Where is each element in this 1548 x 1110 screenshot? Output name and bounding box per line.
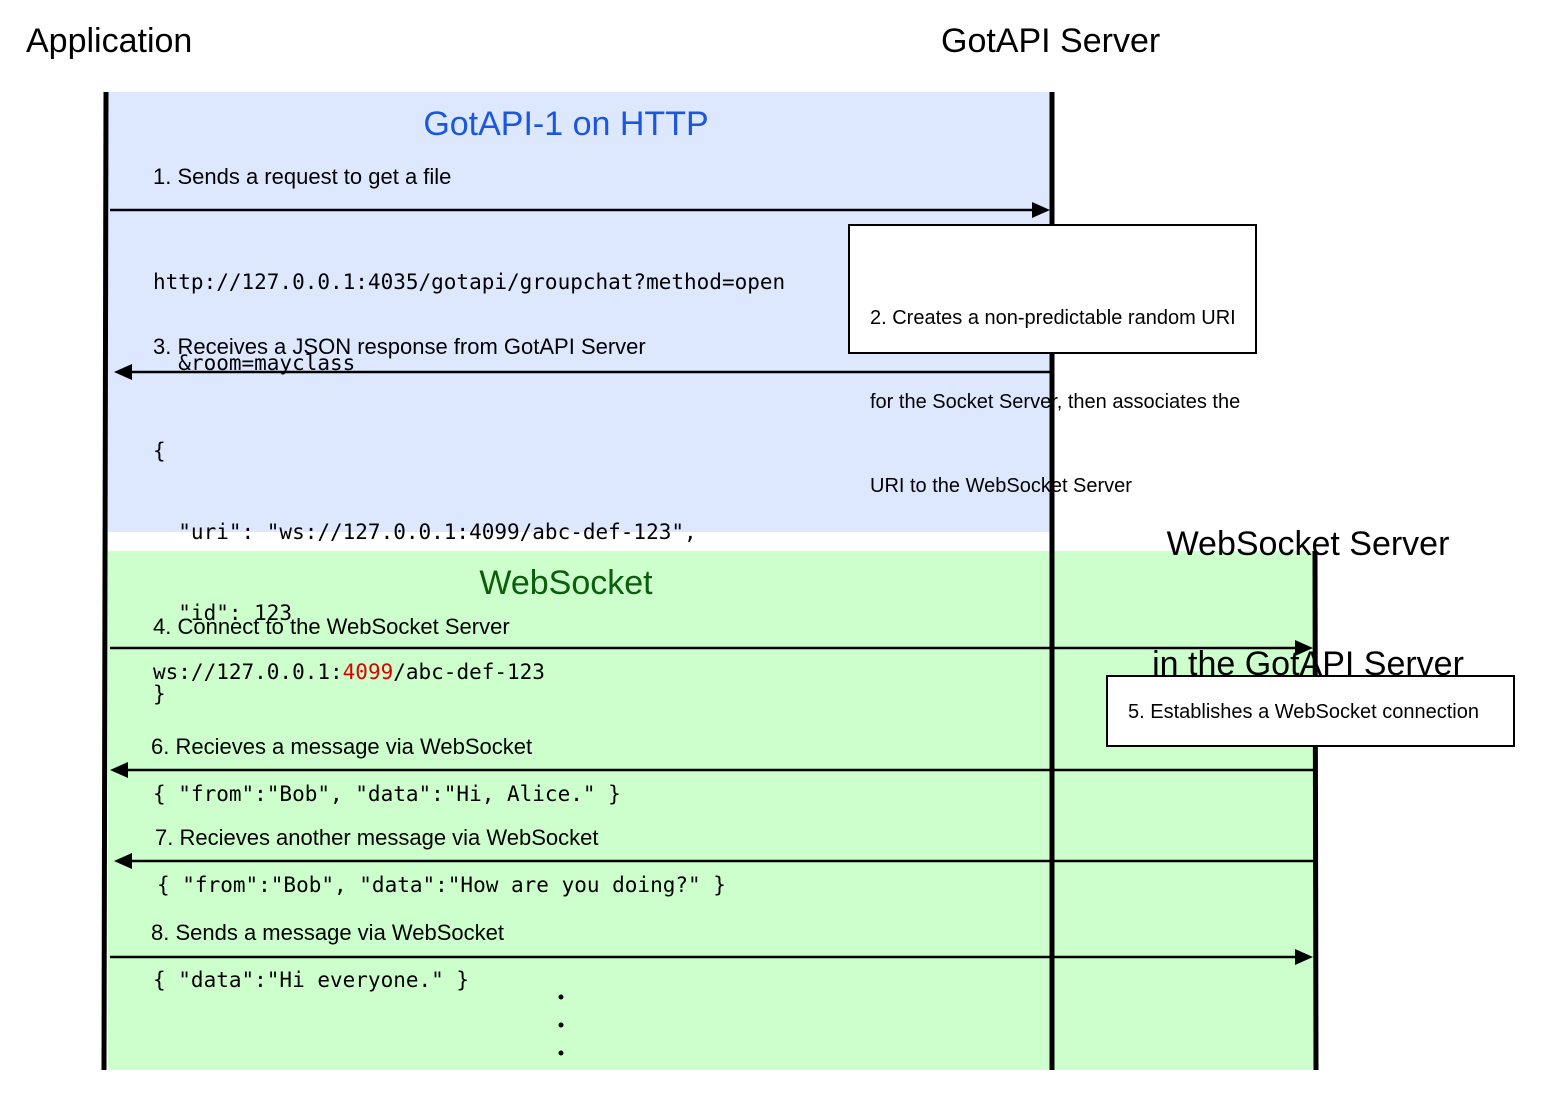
- arrow-step-3: [114, 364, 1050, 380]
- continuation-dot: [558, 994, 564, 1000]
- step-1-code-line: http://127.0.0.1:4035/gotapi/groupchat?m…: [153, 270, 786, 294]
- arrow-step-8: [110, 949, 1313, 965]
- websocket-server-lifeline: [1312, 550, 1319, 1071]
- step-1-code-line: &room=mayclass: [153, 351, 356, 375]
- step-4-code-port: 4099: [342, 660, 394, 684]
- step-4-code-suffix: /abc-def-123: [393, 660, 545, 684]
- step-6-label: 6. Recieves a message via WebSocket: [151, 734, 533, 759]
- step-1-code: http://127.0.0.1:4035/gotapi/groupchat?m…: [153, 215, 785, 431]
- step-7-label: 7. Recieves another message via WebSocke…: [155, 825, 599, 850]
- step-2-note-line: URI to the WebSocket Server: [870, 475, 1132, 497]
- step-6-code: { "from":"Bob", "data":"Hi, Alice." }: [153, 782, 621, 806]
- application-lifeline: [101, 91, 109, 1071]
- http-section-title: GotAPI-1 on HTTP: [423, 105, 709, 143]
- step-8-label: 8. Sends a message via WebSocket: [151, 920, 505, 945]
- step-2-note-line: 2. Creates a non-predictable random URI: [870, 307, 1236, 329]
- step-3-code-line: {: [153, 439, 166, 463]
- arrow-step-7: [114, 853, 1314, 869]
- actor-gotapi-server: GotAPI Server: [941, 22, 1161, 60]
- arrow-step-6: [110, 762, 1314, 778]
- step-7-code: { "from":"Bob", "data":"How are you doin…: [157, 873, 726, 897]
- arrow-step-4: [110, 640, 1313, 656]
- step-3-code: { "uri": "ws://127.0.0.1:4099/abc-def-12…: [153, 384, 697, 762]
- websocket-section-background: [108, 551, 1316, 1070]
- step-2-note: 2. Creates a non-predictable random URI …: [848, 224, 1257, 497]
- step-4-code-prefix: ws://127.0.0.1:: [153, 660, 343, 684]
- continuation-dot: [558, 1050, 564, 1056]
- step-8-code: { "data":"Hi everyone." }: [153, 968, 470, 992]
- actor-websocket-server-line1: WebSocket Server: [1166, 525, 1450, 563]
- step-5-note: 5. Establishes a WebSocket connection: [1106, 675, 1515, 747]
- step-4-code: ws://127.0.0.1:4099/abc-def-123: [153, 659, 545, 686]
- step-3-label: 3. Receives a JSON response from GotAPI …: [153, 334, 646, 359]
- step-2-note-line: for the Socket Server, then associates t…: [870, 391, 1241, 413]
- step-1-label: 1. Sends a request to get a file: [153, 164, 452, 189]
- arrow-step-1: [110, 202, 1050, 218]
- step-3-code-line: }: [153, 682, 166, 706]
- step-3-code-line: "id": 123: [153, 601, 293, 625]
- step-5-note-text: 5. Establishes a WebSocket connection: [1128, 701, 1479, 723]
- step-3-code-line: "uri": "ws://127.0.0.1:4099/abc-def-123"…: [153, 520, 697, 544]
- continuation-dot: [558, 1022, 564, 1028]
- actor-application: Application: [26, 22, 193, 60]
- step-4-label: 4. Connect to the WebSocket Server: [153, 614, 510, 639]
- websocket-section-title: WebSocket: [479, 564, 653, 602]
